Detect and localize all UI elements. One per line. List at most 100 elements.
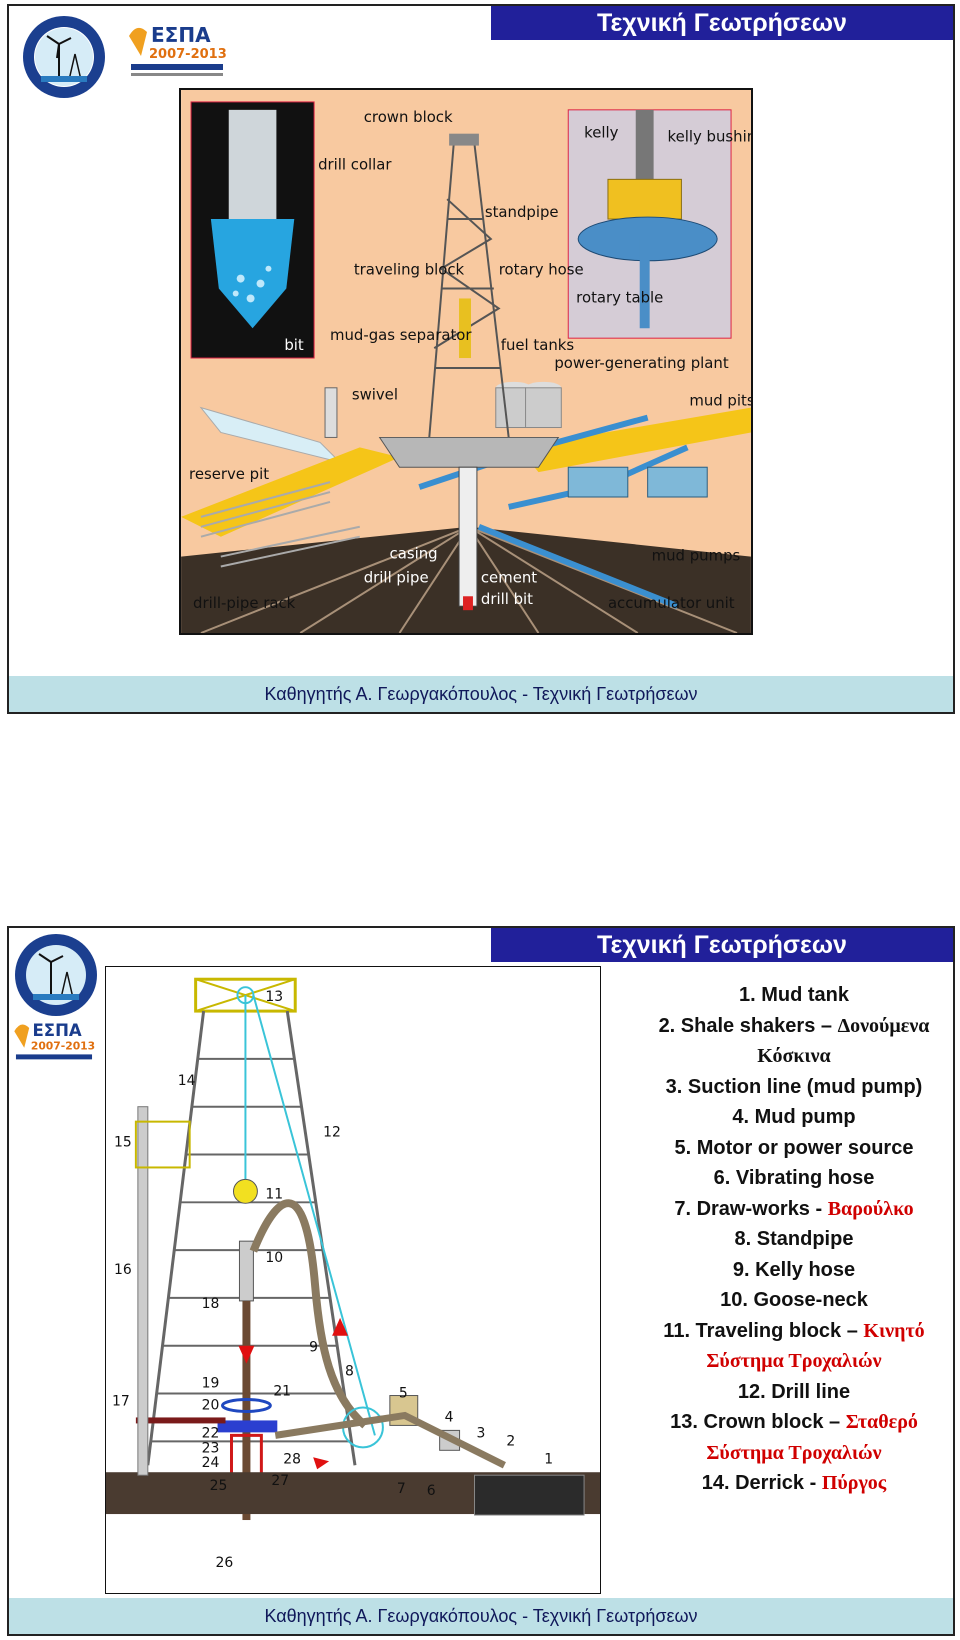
- diagram-number-3: 3: [477, 1425, 486, 1441]
- diagram-number-27: 27: [271, 1473, 289, 1489]
- diagram-number-2: 2: [506, 1433, 515, 1449]
- legend-item-greek: Σταθερό Σύστημα Τροχαλιών: [706, 1411, 918, 1464]
- diagram-number-23: 23: [202, 1440, 220, 1456]
- label-mud-gas-separator: mud-gas separator: [330, 326, 472, 344]
- label-drill-bit: drill bit: [481, 590, 533, 608]
- legend-item: 9. Kelly hose: [629, 1255, 959, 1286]
- slide-title: Τεχνική Γεωτρήσεων: [491, 928, 953, 962]
- legend-item-english: 1. Mud tank: [738, 984, 849, 1006]
- diagram-number-7: 7: [397, 1481, 406, 1497]
- label-rotary-hose: rotary hose: [499, 261, 584, 279]
- legend-item-english: 8. Standpipe: [734, 1228, 854, 1250]
- espa-logo: ΕΣΠΑ 2007-2013: [125, 16, 229, 82]
- legend-item-english: 4. Mud pump: [732, 1106, 856, 1128]
- diagram-number-8: 8: [345, 1364, 354, 1380]
- university-seal-logo: [23, 16, 105, 98]
- diagram-number-5: 5: [399, 1386, 408, 1402]
- label-swivel: swivel: [352, 386, 398, 404]
- legend-item: 3. Suction line (mud pump): [629, 1072, 959, 1103]
- legend-item-english: 14. Derrick -: [701, 1472, 822, 1494]
- legend-item-english: 9. Kelly hose: [732, 1258, 856, 1281]
- legend-item-greek: Πύργος: [821, 1472, 887, 1494]
- legend-item: 7. Draw-works - Βαρούλκο: [629, 1194, 959, 1225]
- diagram-number-26: 26: [216, 1555, 234, 1571]
- label-mud-pumps: mud pumps: [652, 547, 741, 565]
- slide-footer: Καθηγητής Α. Γεωργακόπουλος - Τεχνική Γε…: [9, 676, 953, 712]
- legend-item-greek: Βαρούλκο: [827, 1197, 914, 1220]
- legend-item-english: 12. Drill line: [737, 1380, 851, 1403]
- diagram-number-14: 14: [178, 1073, 196, 1089]
- label-mud-pits: mud pits: [689, 392, 753, 410]
- label-drill-pipe-rack: drill-pipe rack: [193, 594, 296, 612]
- slide-2: Τεχνική Γεωτρήσεων ΕΣΠΑ 2007-2013: [7, 926, 955, 1636]
- legend-item: 6. Vibrating hose: [629, 1163, 959, 1194]
- label-reserve-pit: reserve pit: [189, 465, 269, 483]
- diagram-number-19: 19: [202, 1376, 220, 1392]
- legend-item-english: 7. Draw-works -: [674, 1197, 828, 1220]
- legend-item: 2. Shale shakers – Δονούμενα Κόσκινα: [629, 1011, 959, 1072]
- label-power-generating-plant: power-generating plant: [554, 354, 728, 372]
- label-crown-block: crown block: [364, 108, 453, 126]
- diagram-number-18: 18: [202, 1296, 220, 1312]
- legend-item-greek: Κινητό Σύστημα Τροχαλιών: [706, 1319, 925, 1373]
- legend-item-english: 3. Suction line (mud pump): [665, 1075, 923, 1098]
- legend-item: 13. Crown block – Σταθερό Σύστημα Τροχαλ…: [629, 1407, 959, 1468]
- diagram-number-9: 9: [309, 1340, 318, 1356]
- rig-schematic-diagram: 1234567891011121314151617181920212223242…: [105, 966, 601, 1594]
- diagram-number-24: 24: [202, 1455, 220, 1471]
- diagram-number-20: 20: [202, 1397, 220, 1413]
- diagram-number-25: 25: [210, 1478, 228, 1494]
- label-kelly: kelly: [584, 124, 619, 142]
- university-seal-logo: [15, 934, 97, 1016]
- label-fuel-tanks: fuel tanks: [501, 336, 575, 354]
- legend-item: 4. Mud pump: [629, 1102, 959, 1133]
- diagram-number-16: 16: [114, 1262, 132, 1278]
- espa-logo: ΕΣΠΑ 2007-2013: [14, 1021, 95, 1060]
- label-casing: casing: [390, 545, 438, 563]
- legend-item-english: 6. Vibrating hose: [713, 1167, 875, 1189]
- diagram-number-22: 22: [202, 1425, 220, 1441]
- legend-item: 14. Derrick - Πύργος: [629, 1468, 959, 1499]
- label-accumulator-unit: accumulator unit: [608, 594, 735, 612]
- legend-item-english: 11. Traveling block –: [663, 1319, 864, 1342]
- legend-item: 10. Goose-neck: [629, 1285, 959, 1316]
- svg-text:ΕΣΠΑ: ΕΣΠΑ: [151, 23, 211, 47]
- legend-item-english: 5. Motor or power source: [674, 1136, 914, 1159]
- drilling-rig-illustration: crown block drill collar bit kelly kelly…: [179, 88, 753, 635]
- slide-footer: Καθηγητής Α. Γεωργακόπουλος - Τεχνική Γε…: [9, 1598, 953, 1634]
- legend-item-english: 2. Shale shakers –: [658, 1014, 838, 1037]
- legend-item: 5. Motor or power source: [629, 1133, 959, 1164]
- label-standpipe: standpipe: [485, 203, 559, 221]
- svg-text:ΕΣΠΑ: ΕΣΠΑ: [33, 1021, 82, 1040]
- legend-item: 8. Standpipe: [629, 1224, 959, 1255]
- label-cement: cement: [481, 568, 537, 586]
- legend-item-english: 13. Crown block –: [670, 1411, 846, 1433]
- diagram-number-15: 15: [114, 1135, 132, 1151]
- label-drill-collar: drill collar: [318, 155, 392, 173]
- legend-item-english: 10. Goose-neck: [720, 1289, 868, 1311]
- legend-item: 11. Traveling block – Κινητό Σύστημα Τρο…: [629, 1316, 959, 1377]
- legend-item: 1. Mud tank: [629, 980, 959, 1011]
- label-rotary-table: rotary table: [576, 288, 663, 306]
- diagram-number-11: 11: [265, 1186, 283, 1202]
- label-drill-pipe: drill pipe: [364, 568, 429, 586]
- diagram-number-13: 13: [265, 989, 283, 1005]
- legend-item: 12. Drill line: [629, 1377, 959, 1408]
- legend-list: 1. Mud tank 2. Shale shakers – Δονούμενα …: [629, 980, 959, 1499]
- label-bit: bit: [284, 336, 304, 354]
- diagram-number-28: 28: [283, 1451, 301, 1467]
- diagram-number-4: 4: [445, 1409, 454, 1425]
- diagram-number-10: 10: [265, 1250, 283, 1266]
- slide-1: Τεχνική Γεωτρήσεων ΕΣΠΑ 2007-2013: [7, 4, 955, 714]
- legend-item-greek: Δονούμενα Κόσκινα: [757, 1014, 930, 1068]
- diagram-number-6: 6: [427, 1483, 436, 1499]
- diagram-number-21: 21: [273, 1384, 291, 1400]
- diagram-number-1: 1: [544, 1451, 553, 1467]
- svg-text:2007-2013: 2007-2013: [149, 47, 227, 62]
- diagram-number-12: 12: [323, 1125, 341, 1141]
- label-kelly-bushing: kelly bushing: [668, 128, 753, 146]
- diagram-number-17: 17: [112, 1393, 130, 1409]
- svg-text:2007-2013: 2007-2013: [31, 1039, 95, 1052]
- label-traveling-block: traveling block: [354, 261, 465, 279]
- slide-title: Τεχνική Γεωτρήσεων: [491, 6, 953, 40]
